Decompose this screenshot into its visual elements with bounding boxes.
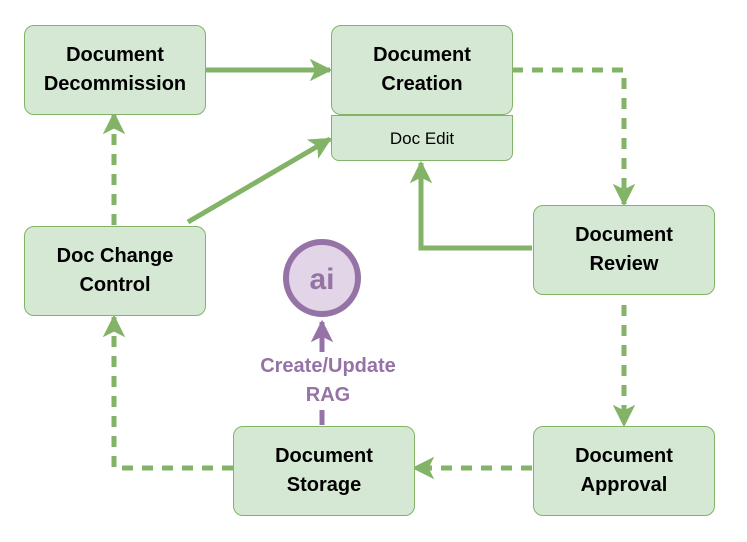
rag-edge-label: Create/Update RAG bbox=[244, 352, 412, 410]
node-document-storage[interactable]: Document Storage bbox=[233, 426, 415, 516]
node-document-review[interactable]: Document Review bbox=[533, 205, 715, 295]
node-document-decommission[interactable]: Document Decommission bbox=[24, 25, 206, 115]
node-document-approval[interactable]: Document Approval bbox=[533, 426, 715, 516]
ai-icon: ai bbox=[309, 263, 334, 296]
node-document-creation[interactable]: Document Creation bbox=[331, 25, 513, 115]
edge-creation-to-review bbox=[512, 67, 636, 207]
node-doc-edit[interactable]: Doc Edit bbox=[331, 115, 513, 161]
edge-change-control-to-doc-edit bbox=[186, 136, 332, 225]
edge-review-to-doc-edit bbox=[409, 160, 532, 251]
node-doc-change-control[interactable]: Doc Change Control bbox=[24, 226, 206, 316]
edge-storage-to-change-control bbox=[102, 314, 233, 471]
ai-node bbox=[283, 239, 361, 317]
